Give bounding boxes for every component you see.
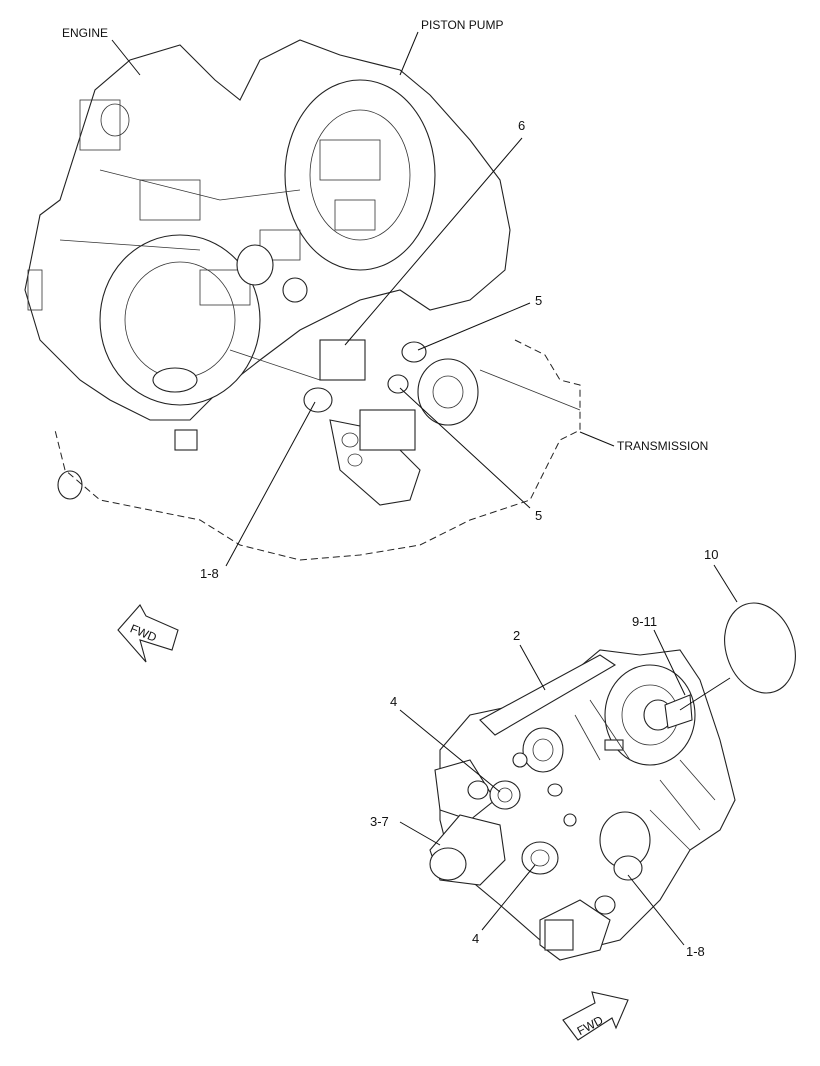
- callout-4-bottom: 4: [472, 931, 479, 946]
- piston-pump-label: PISTON PUMP: [421, 18, 503, 32]
- callout-5-bottom: 5: [535, 508, 542, 523]
- callout-5-top: 5: [535, 293, 542, 308]
- fwd-arrow-bottom: FWD: [562, 991, 629, 1041]
- piston-pump-exploded: [429, 649, 736, 961]
- callout-10: 10: [704, 547, 718, 562]
- callout-4-top: 4: [390, 694, 397, 709]
- callout-9-11: 9-11: [632, 614, 657, 629]
- callout-1-8-top: 1-8: [200, 566, 219, 581]
- callout-3-7: 3-7: [370, 814, 389, 829]
- callout-1-8-bottom: 1-8: [686, 944, 705, 959]
- transmission-label: TRANSMISSION: [617, 439, 708, 453]
- fwd-arrow-top: FWD: [117, 604, 179, 663]
- callout-2: 2: [513, 628, 520, 643]
- engine-label: ENGINE: [62, 26, 108, 40]
- engine-pump-assembly: [24, 39, 581, 561]
- o-ring: [724, 602, 796, 694]
- callout-6: 6: [518, 118, 525, 133]
